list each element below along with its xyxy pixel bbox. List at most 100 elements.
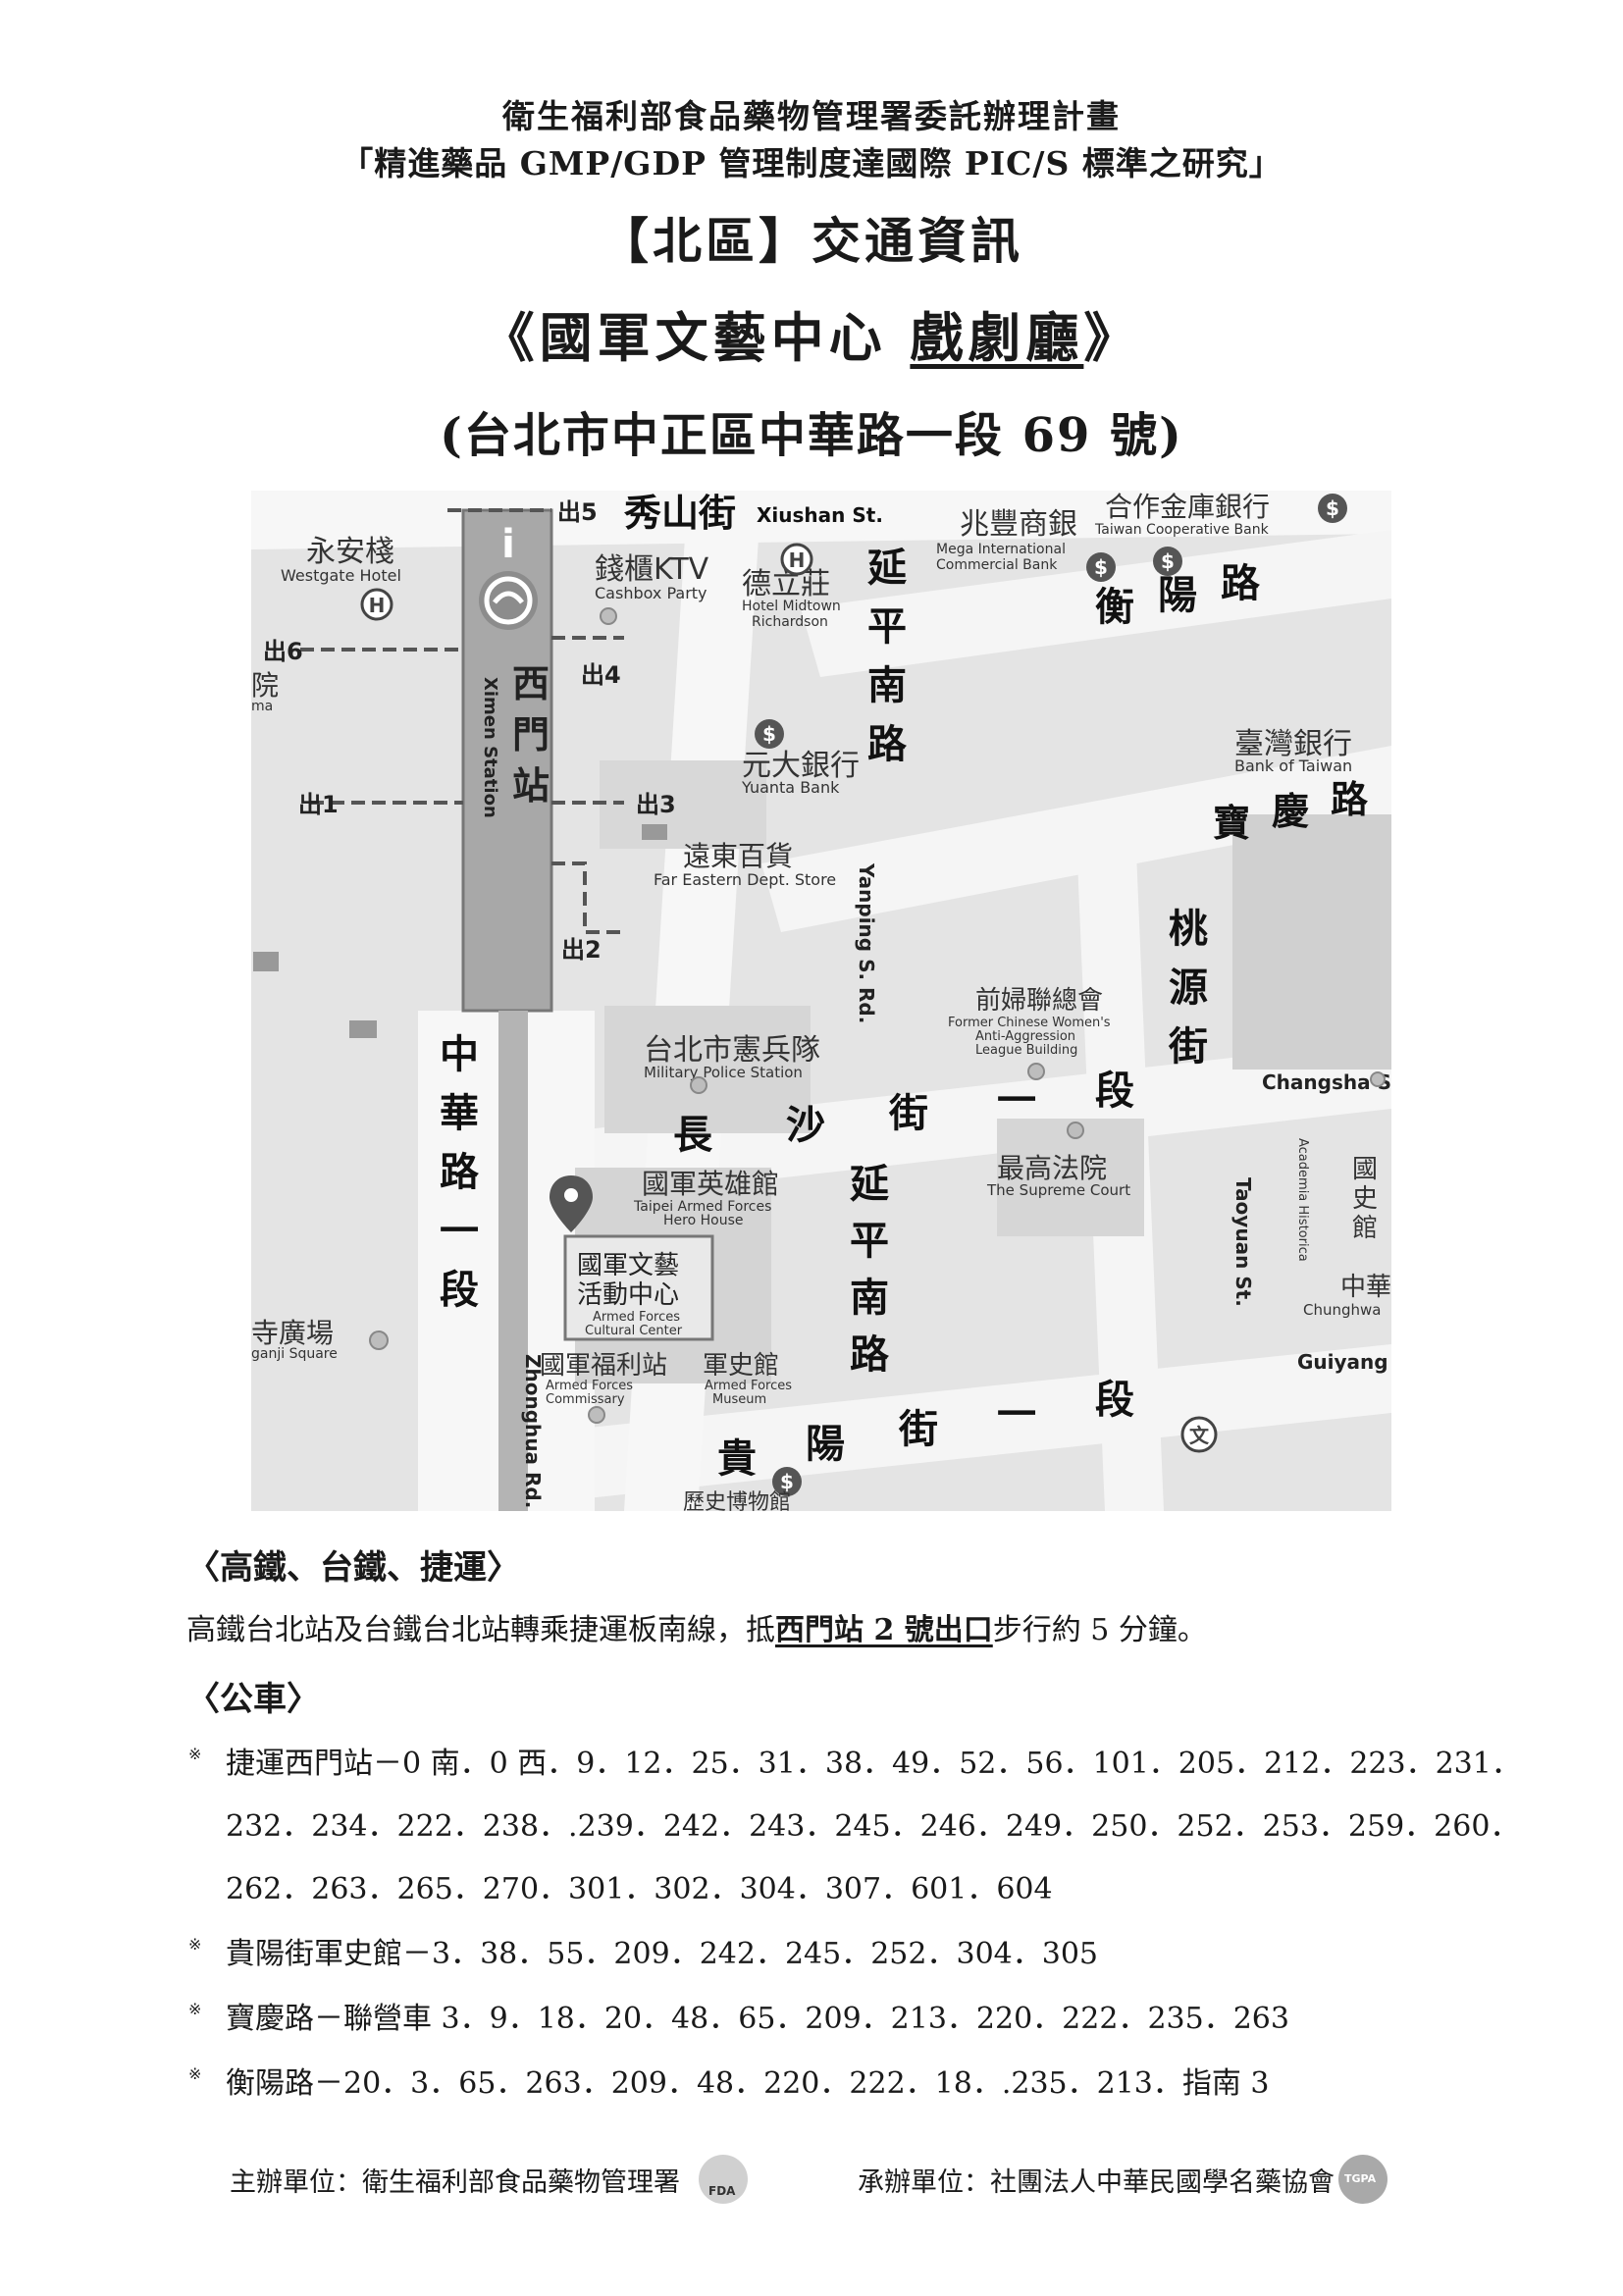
poi-museum-en-1: Armed Forces xyxy=(705,1379,792,1393)
map-edge-text: 歷史博物館 xyxy=(683,1490,791,1511)
page-title: 【北區】交通資訊 xyxy=(600,212,1023,270)
venue-open: 《國軍文藝中心 xyxy=(481,306,911,369)
guiyang-en: Guiyang xyxy=(1297,1350,1388,1374)
poi-dot xyxy=(1067,1122,1084,1139)
project-header-line1: 衛生福利部食品藥物管理署委託辦理計畫 xyxy=(502,97,1121,135)
exit-3-label: 出3 xyxy=(636,791,676,818)
yanping-zh-4: 路 xyxy=(867,721,908,767)
xiushan-st-en: Xiushan St. xyxy=(757,503,883,527)
bus-bullet-4: ※ xyxy=(188,2064,202,2083)
bank-icon: $ xyxy=(772,1467,802,1496)
block-right-lower xyxy=(1232,814,1391,1070)
poi-commissary-en-2: Commissary xyxy=(546,1392,625,1407)
poi-bot-zh: 臺灣銀行 xyxy=(1234,727,1352,761)
rail-text-pre: 高鐵台北站及台鐵台北站轉乘捷運板南線，抵 xyxy=(186,1613,775,1647)
hengyang-zh-2: 陽 xyxy=(1158,572,1197,618)
poi-dot xyxy=(588,1406,605,1424)
bus-heading: 〈公車〉 xyxy=(186,1680,320,1719)
poi-historica-zh-3: 館 xyxy=(1352,1214,1378,1243)
poi-womens-zh: 前婦聯總會 xyxy=(975,986,1103,1016)
bus-bullet-1: ※ xyxy=(188,1745,202,1763)
changsha-zh-2: 沙 xyxy=(786,1102,825,1148)
poi-dot xyxy=(369,1331,389,1350)
baoqing-zh-2: 慶 xyxy=(1272,789,1309,833)
yanping-zh-5: 延 xyxy=(850,1161,889,1207)
project-header-line2: 「精進藥品 GMP/GDP 管理制度達國際 PIC/S 標準之研究」 xyxy=(340,144,1283,183)
poi-bot-en: Bank of Taiwan xyxy=(1234,757,1352,775)
poi-left-en: ma xyxy=(251,699,273,714)
mail-icon xyxy=(253,952,279,971)
bus-list-3: 寶慶路－聯營車 3．9．18．20．48．65．209．213．220．222．… xyxy=(226,2002,1289,2036)
poi-historica-zh-2: 史 xyxy=(1352,1184,1378,1214)
ximen-station-zh-1: 西 xyxy=(512,662,550,705)
changsha-zh-1: 長 xyxy=(673,1112,713,1158)
poi-hero-en-2: Hero House xyxy=(663,1213,743,1228)
poi-cashbox-zh: 錢櫃KTV xyxy=(595,552,709,587)
metro-logo xyxy=(479,571,538,630)
bus-list-1-line-2: 232．234．222．238．.239．242．243．245．246．249… xyxy=(226,1809,1520,1844)
exit-4-label: 出4 xyxy=(581,661,621,689)
yanping-zh-6: 平 xyxy=(850,1218,889,1264)
venue-box-en-1: Armed Forces xyxy=(593,1310,680,1325)
bank-icon: $ xyxy=(1153,547,1182,576)
poi-police-en: Military Police Station xyxy=(644,1064,803,1081)
area-map: i Ximen Station 西 門 站 出5 出6 出4 出1 出3 出2 … xyxy=(251,491,1391,1511)
hotel-icon: H xyxy=(360,588,393,621)
poi-cooperative-zh: 合作金庫銀行 xyxy=(1105,491,1270,523)
hengyang-zh-1: 衡 xyxy=(1095,584,1134,630)
poi-hero-en-1: Taipei Armed Forces xyxy=(633,1199,771,1215)
yanping-zh-2: 平 xyxy=(867,603,907,650)
poi-womens-en-1: Former Chinese Women's xyxy=(948,1016,1111,1030)
poi-westgate-en: Westgate Hotel xyxy=(281,566,401,585)
block-far-eastern xyxy=(600,760,766,849)
rail-directions: 高鐵台北站及台鐵台北站轉乘捷運板南線，抵西門站 2 號出口步行約 5 分鐘。 xyxy=(186,1605,1207,1648)
svg-text:$: $ xyxy=(780,1470,794,1493)
info-icon: i xyxy=(501,522,515,567)
poi-dot xyxy=(690,1076,707,1094)
bus-stop-icon xyxy=(349,1020,377,1038)
location-pin-icon xyxy=(550,1175,593,1232)
ximen-station-zh-2: 門 xyxy=(512,713,550,757)
baoqing-zh-3: 路 xyxy=(1331,777,1369,821)
street-baoqing xyxy=(761,746,1391,932)
poi-historica-en: Academia Historica xyxy=(1295,1138,1310,1262)
rail-heading: 〈高鐵、台鐵、捷運〉 xyxy=(186,1548,520,1588)
venue-hall: 戲劇廳 xyxy=(910,306,1084,369)
rail-text-post: 步行約 5 分鐘。 xyxy=(992,1613,1207,1647)
venue-box xyxy=(563,1234,714,1341)
poi-mega-zh: 兆豐商銀 xyxy=(960,507,1077,542)
baoqing-zh-1: 寶 xyxy=(1213,801,1250,845)
poi-dot xyxy=(600,607,617,625)
poi-hero-zh: 國軍英雄館 xyxy=(642,1168,779,1200)
svg-text:$: $ xyxy=(1161,549,1175,573)
venue-box-zh-1: 國軍文藝 xyxy=(577,1251,679,1280)
fda-logo-text: FDA xyxy=(708,2184,736,2198)
taoyuan-en: Taoyuan St. xyxy=(1231,1177,1255,1307)
poi-yuanta-en: Yuanta Bank xyxy=(741,778,840,797)
svg-text:i: i xyxy=(501,522,515,567)
poi-mega-en-1: Mega International xyxy=(936,542,1066,557)
changsha-en: Changsha S xyxy=(1262,1070,1391,1094)
poi-commissary-zh: 國軍福利站 xyxy=(540,1351,667,1381)
exit-6-label: 出6 xyxy=(263,638,303,665)
poi-museum-en-2: Museum xyxy=(712,1392,766,1407)
poi-midtown-en-2: Richardson xyxy=(752,614,828,630)
poi-cooperative-en: Taiwan Cooperative Bank xyxy=(1094,522,1270,538)
ximen-track-south xyxy=(498,1011,528,1511)
ximen-station-en: Ximen Station xyxy=(480,677,500,818)
svg-text:$: $ xyxy=(762,722,776,746)
changsha-zh-5: 段 xyxy=(1095,1068,1134,1114)
bus-list-1-line-1: 捷運西門站－0 南．0 西．9．12．25．31．38．49．52．56．101… xyxy=(226,1747,1521,1781)
poi-mega-en-2: Commercial Bank xyxy=(936,557,1058,573)
poi-court-zh: 最高法院 xyxy=(997,1152,1107,1184)
taoyuan-zh-3: 街 xyxy=(1168,1023,1208,1070)
poi-midtown-en-1: Hotel Midtown xyxy=(742,599,841,614)
yanping-zh-8: 路 xyxy=(850,1331,890,1378)
taoyuan-zh-1: 桃 xyxy=(1169,906,1208,952)
poi-museum-zh: 軍史館 xyxy=(703,1351,779,1381)
guiyang-zh-2: 陽 xyxy=(806,1421,845,1467)
bus-list-2: 貴陽街軍史館－3．38．55．209．242．245．252．304．305 xyxy=(226,1937,1098,1971)
taoyuan-zh-2: 源 xyxy=(1169,965,1208,1011)
poi-womens-en-3: League Building xyxy=(975,1043,1077,1058)
poi-westgate-zh: 永安棧 xyxy=(306,535,394,569)
